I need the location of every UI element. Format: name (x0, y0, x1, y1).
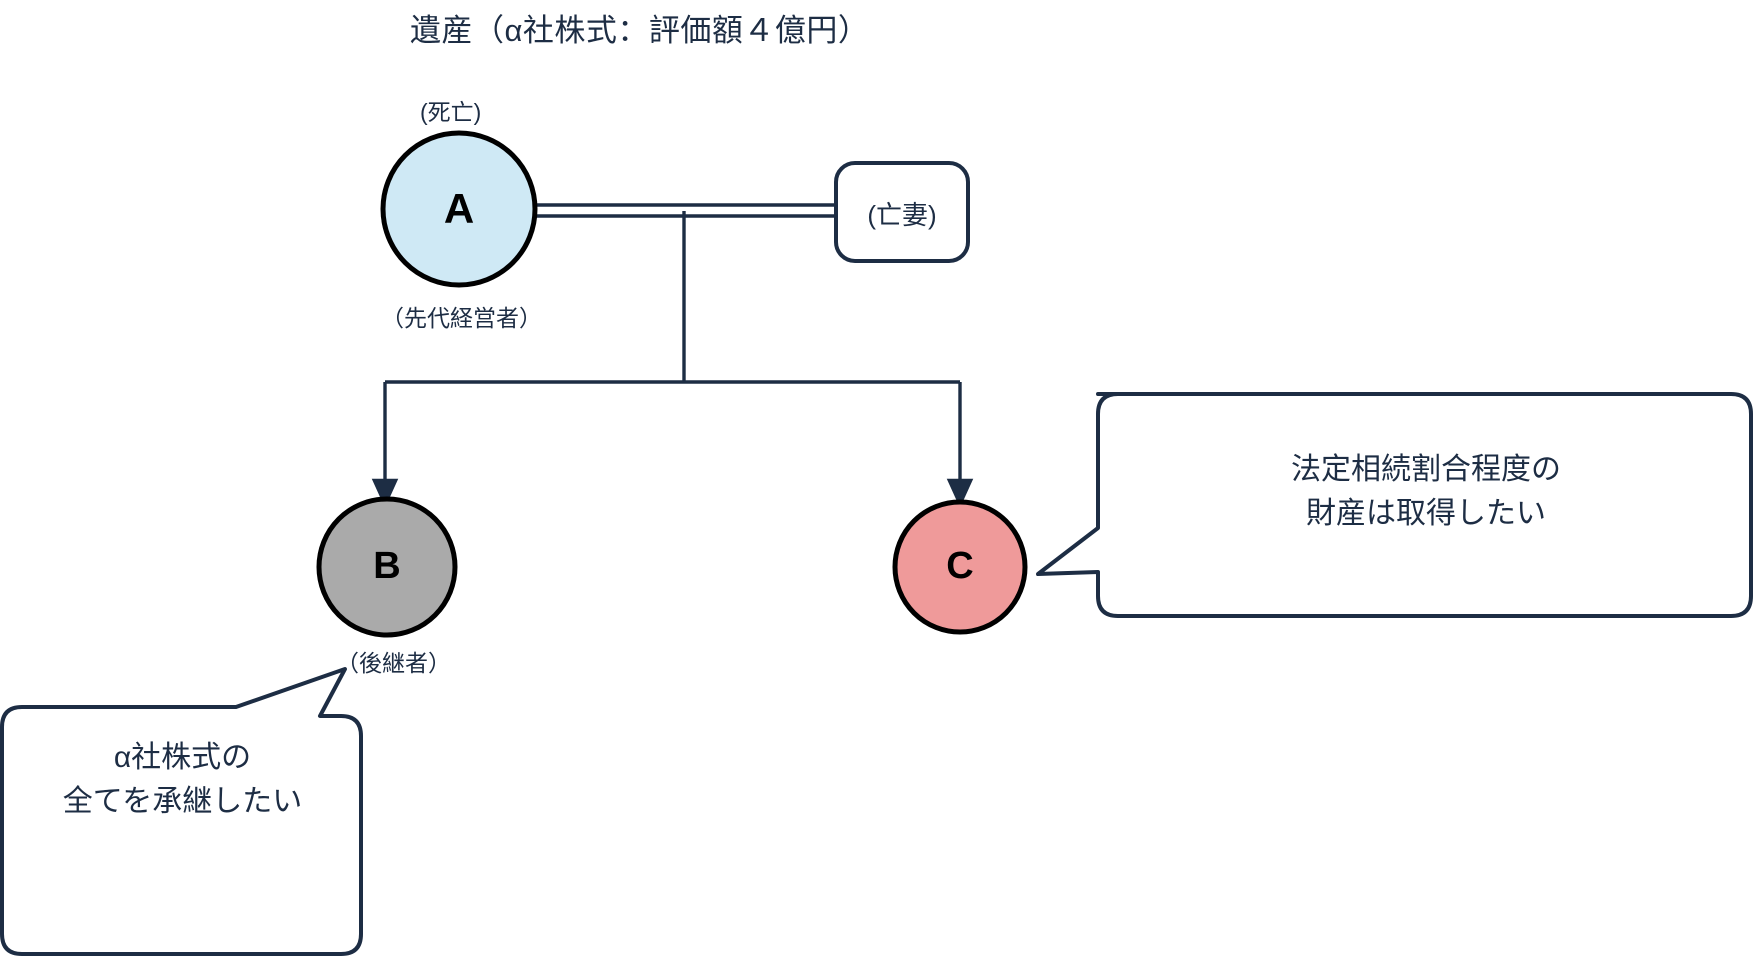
spouse-box-label: (亡妻) (867, 200, 937, 230)
bubble-b-line-1: α社株式の (113, 741, 252, 774)
node-b-label-below: （後継者） (336, 650, 451, 676)
bubble-c-line-2: 財産は取得したい (1306, 496, 1546, 530)
bubble-c-text: 法定相続割合程度の 財産は取得したい (1116, 448, 1736, 535)
bubble-c-line-1: 法定相続割合程度の (1291, 453, 1561, 486)
node-a-letter: A (443, 185, 475, 232)
bubble-b-line-2: 全てを承継したい (62, 784, 303, 818)
node-a-label-above: (死亡) (420, 99, 482, 125)
node-b-letter: B (373, 545, 401, 587)
marriage-double-line (535, 203, 843, 218)
node-c-letter: C (946, 545, 974, 587)
bubble-b-text: α社株式の 全てを承継したい (10, 736, 355, 823)
diagram-title: 遺産（α社株式：評価額４億円） (410, 13, 870, 48)
node-a-label-below: （先代経営者） (381, 305, 542, 331)
